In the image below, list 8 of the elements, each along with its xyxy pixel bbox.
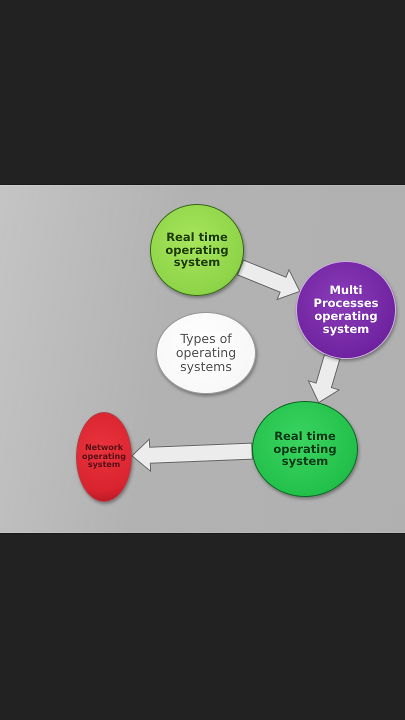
node-label: Network operating system bbox=[82, 444, 126, 470]
block-arrow bbox=[307, 354, 340, 404]
node-label: Types of operating systems bbox=[174, 332, 238, 374]
block-arrow bbox=[131, 438, 253, 472]
node-label: Real time operating system bbox=[164, 230, 230, 270]
node-label: Real time operating system bbox=[272, 430, 338, 468]
node-label: Multi Processes operating system bbox=[312, 284, 380, 336]
block-arrow bbox=[236, 259, 300, 300]
